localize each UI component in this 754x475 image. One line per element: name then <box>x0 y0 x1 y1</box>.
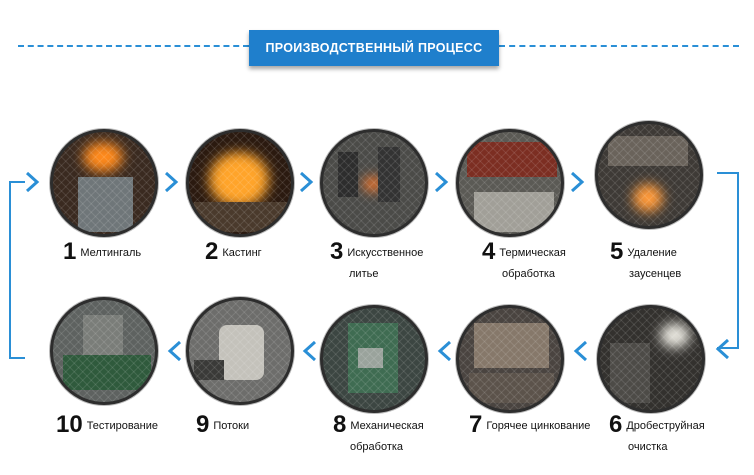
step-label-text: Термическая <box>499 247 566 259</box>
photo-melting <box>50 129 158 237</box>
photo-machining <box>320 305 428 413</box>
step-number: 6 <box>609 411 623 438</box>
photo-shot-blasting <box>597 305 705 413</box>
step-label-text: Тестирование <box>86 420 159 432</box>
page-title: ПРОИЗВОДСТВЕННЫЙ ПРОЦЕСС <box>249 30 499 66</box>
step-label-text: Кастинг <box>222 247 262 259</box>
step-number: 1 <box>63 238 77 265</box>
step-number: 3 <box>330 238 344 265</box>
step-label-text: Удаление <box>627 247 677 259</box>
arrow-left-icon <box>167 340 182 362</box>
step-number: 4 <box>482 238 496 265</box>
photo-casting <box>186 129 294 237</box>
step-number: 5 <box>610 238 624 265</box>
arrow-left-icon <box>573 340 588 362</box>
photo-hot-galvanizing <box>456 305 564 413</box>
step-number: 9 <box>196 411 210 438</box>
step-label-text: Механическая <box>350 420 424 432</box>
step-label-line2: заусенцев <box>629 268 682 280</box>
step-label-line2: очистка <box>628 441 668 453</box>
arrow-left-icon <box>715 338 730 360</box>
photo-deburring <box>595 121 703 229</box>
arrow-right-icon <box>25 171 40 193</box>
step-number: 2 <box>205 238 219 265</box>
step-label-text: Дробеструйная <box>626 420 705 432</box>
photo-testing <box>50 297 158 405</box>
arrow-left-icon <box>437 340 452 362</box>
step-label-text: Мелтингаль <box>80 247 142 259</box>
photo-heat-treatment <box>456 129 564 237</box>
arrow-right-icon <box>434 171 449 193</box>
photo-artificial-casting <box>320 129 428 237</box>
dashed-line-left <box>18 45 249 47</box>
step-number: 10 <box>56 411 83 438</box>
arrow-right-icon <box>570 171 585 193</box>
step-label-line2: обработка <box>350 441 404 453</box>
step-label-line2: литье <box>349 268 379 280</box>
arrow-right-icon <box>164 171 179 193</box>
step-number: 8 <box>333 411 347 438</box>
dashed-line-right <box>499 45 739 47</box>
step-label-text: Горячее цинкование <box>486 420 591 432</box>
step-label-text: Искусственное <box>347 247 424 259</box>
step-label-line2: обработка <box>502 268 556 280</box>
arrow-left-icon <box>302 340 317 362</box>
right-return-rail <box>717 172 739 349</box>
arrow-right-icon <box>299 171 314 193</box>
step-number: 7 <box>469 411 483 438</box>
left-return-rail <box>9 181 25 359</box>
photo-threads <box>186 297 294 405</box>
step-label-text: Потоки <box>213 420 250 432</box>
